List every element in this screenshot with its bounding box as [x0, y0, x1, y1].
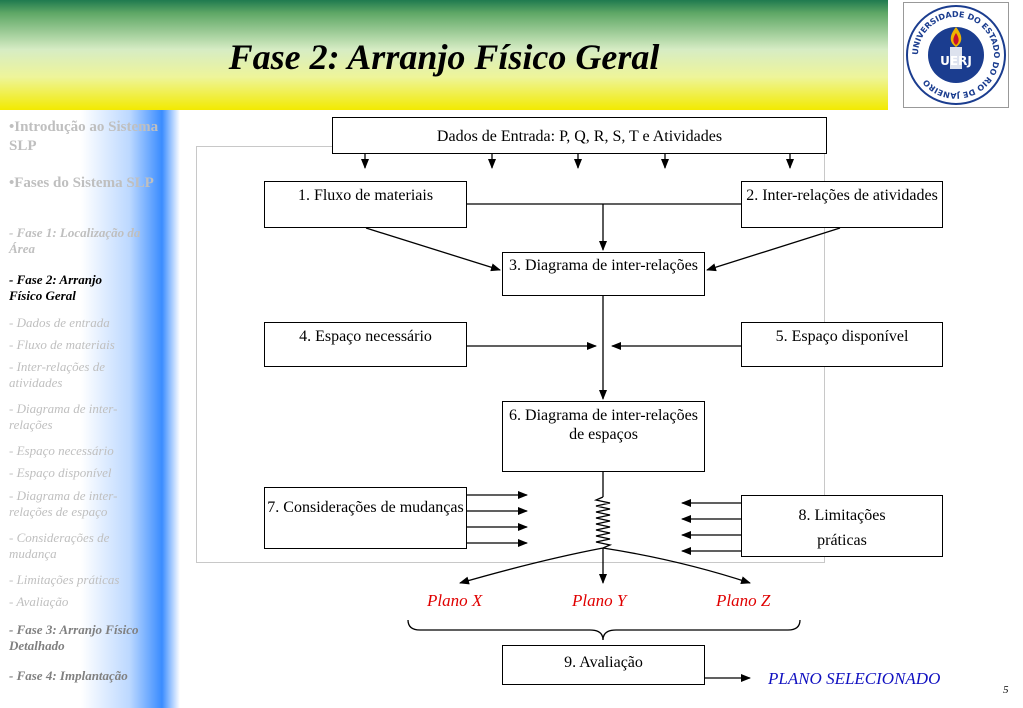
- sidebar-item[interactable]: - Diagrama de inter-relações: [9, 401, 118, 432]
- box-relationship-diagram: 3. Diagrama de inter-relações: [502, 252, 705, 296]
- box-practical-limitations: 8. Limitações práticas: [741, 495, 943, 557]
- sidebar-item[interactable]: - Limitações práticas: [9, 572, 120, 587]
- sidebar-item[interactable]: •Introdução ao Sistema SLP: [9, 119, 159, 154]
- sidebar: [0, 110, 180, 708]
- plan-y-label: Plano Y: [572, 591, 627, 610]
- arrow-plan-z: [602, 547, 751, 584]
- page-number: 5: [1003, 684, 1009, 696]
- arrow-1-to-3: [365, 227, 501, 272]
- box-modifying-considerations: 7. Considerações de mudanças: [264, 487, 467, 549]
- svg-text:UERJ: UERJ: [940, 54, 972, 68]
- box-space-required: 4. Espaço necessário: [264, 322, 467, 367]
- sidebar-item[interactable]: - Fase 2: Arranjo Físico Geral: [9, 272, 103, 303]
- plan-x-label: Plano X: [427, 591, 483, 610]
- box-activity-relations: 2. Inter-relações de atividades: [741, 181, 943, 228]
- sidebar-item[interactable]: - Fase 1: Localização da Área: [9, 225, 141, 256]
- sidebar-item[interactable]: - Espaço disponível: [9, 465, 112, 480]
- box-space-available: 5. Espaço disponível: [741, 322, 943, 367]
- sidebar-item[interactable]: - Inter-relações de atividades: [9, 359, 105, 390]
- arrow-plan-x: [459, 547, 604, 585]
- sidebar-item[interactable]: - Fase 4: Implantação: [9, 668, 128, 683]
- uerj-seal-icon: UNIVERSIDADE DO ESTADO DO RIO DE JANEIRO…: [906, 5, 1006, 105]
- box-space-relationship-diagram: 6. Diagrama de inter-relações de espaços: [502, 401, 705, 472]
- box-material-flow: 1. Fluxo de materiais: [264, 181, 467, 228]
- sidebar-item[interactable]: - Diagrama de inter-relações de espaço: [9, 488, 118, 519]
- sidebar-item[interactable]: - Fase 3: Arranjo Físico Detalhado: [9, 622, 139, 653]
- sidebar-item[interactable]: •Fases do Sistema SLP: [9, 175, 154, 191]
- arrow-2-to-3: [706, 227, 841, 272]
- input-data-box: Dados de Entrada: P, Q, R, S, T e Ativid…: [332, 117, 827, 154]
- uerj-logo: UNIVERSIDADE DO ESTADO DO RIO DE JANEIRO…: [903, 2, 1009, 108]
- slide-title: Fase 2: Arranjo Físico Geral: [228, 37, 660, 77]
- sidebar-item[interactable]: - Avaliação: [9, 594, 69, 609]
- sidebar-item[interactable]: - Espaço necessário: [9, 443, 114, 458]
- plan-z-label: Plano Z: [716, 591, 771, 610]
- sidebar-item[interactable]: - Dados de entrada: [9, 315, 110, 330]
- selected-plan-label: PLANO SELECIONADO: [768, 669, 941, 688]
- sidebar-item[interactable]: - Considerações de mudança: [9, 530, 110, 561]
- box-evaluation: 9. Avaliação: [502, 645, 705, 685]
- spring-icon: [593, 496, 613, 549]
- title-banner: [0, 0, 888, 110]
- sidebar-item[interactable]: - Fluxo de materiais: [9, 337, 115, 352]
- brace-icon: [407, 619, 801, 641]
